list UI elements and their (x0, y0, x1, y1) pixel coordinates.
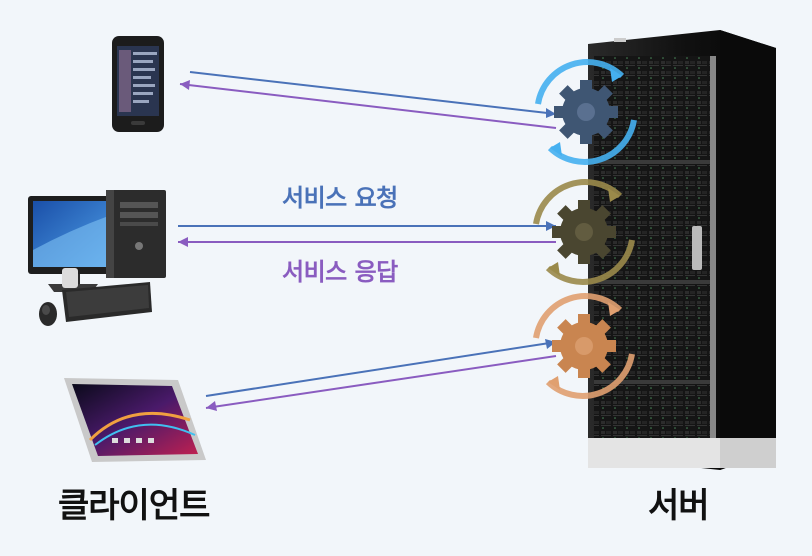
gear-sync-icon (533, 179, 635, 285)
tablet-icon (64, 378, 206, 462)
request-arrows (178, 71, 557, 397)
client-caption: 클라이언트 (58, 486, 210, 526)
gear-sync-icon (533, 293, 635, 399)
response-arrows (178, 80, 557, 411)
service-response-label: 서비스 응답 (282, 258, 398, 286)
gear-sync-icon (535, 59, 637, 165)
server-rack-icon (588, 30, 776, 470)
server-caption: 서버 (648, 486, 710, 526)
service-request-label: 서비스 요청 (282, 184, 398, 212)
smartphone-icon (112, 36, 164, 132)
desktop-computer-icon (28, 190, 166, 326)
